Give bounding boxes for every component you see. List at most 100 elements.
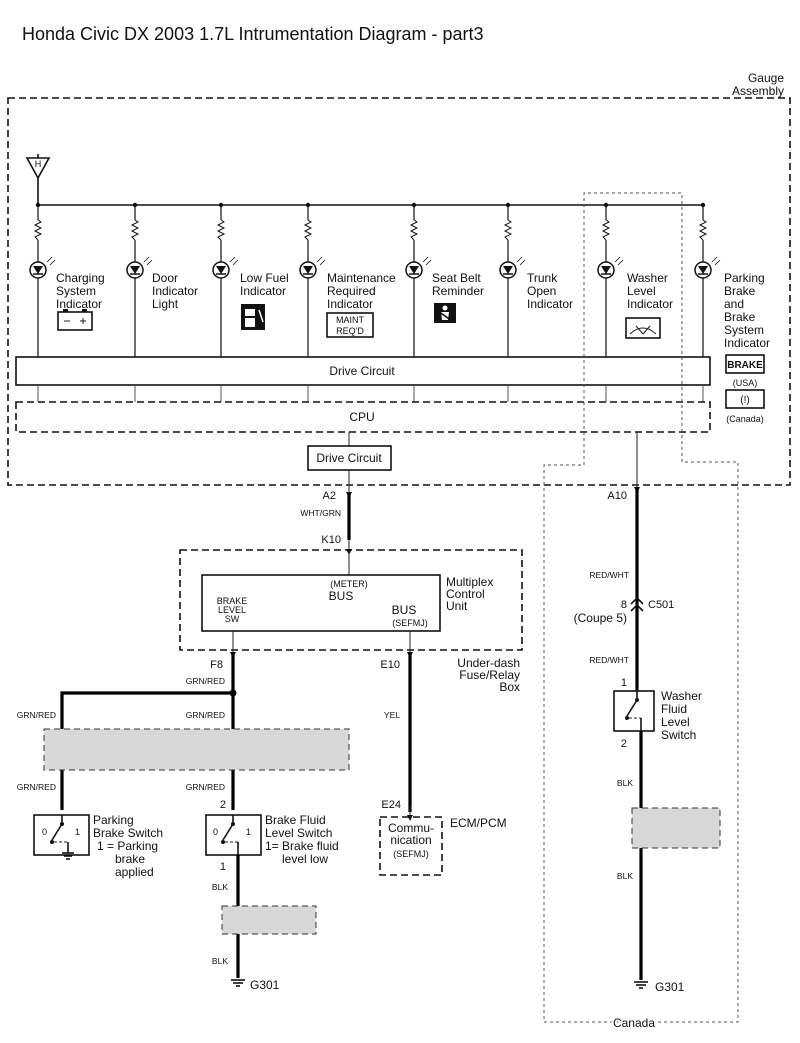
power-source-h: H bbox=[25, 154, 51, 205]
light-ray bbox=[516, 256, 523, 263]
light-ray bbox=[46, 256, 53, 263]
pin-1-brake: 1 bbox=[220, 861, 226, 873]
connector-e24: E24 bbox=[381, 799, 401, 811]
wire-label-red-wht-1: RED/WHT bbox=[589, 570, 629, 580]
sefmj-label: (SEFMJ) bbox=[392, 618, 428, 628]
svg-text:H: H bbox=[35, 159, 42, 169]
option-box-left bbox=[43, 728, 350, 771]
resistor-icon bbox=[33, 219, 43, 241]
ground-g301-left: G301 bbox=[250, 978, 280, 992]
wire-label-grn-red-1: GRN/RED bbox=[186, 676, 225, 686]
brake-fluid-level-switch: 0 1 bbox=[205, 814, 262, 856]
connector-e10: E10 bbox=[380, 659, 400, 671]
brake-canada-symbol: (!) bbox=[725, 389, 765, 409]
wire-label-grn-red-2: GRN/RED bbox=[17, 710, 56, 720]
brake-badge-usa: BRAKE bbox=[725, 354, 765, 374]
windshield-washer-icon bbox=[625, 317, 661, 339]
drive-circuit-bar-label: Drive Circuit bbox=[329, 364, 395, 378]
light-ray bbox=[614, 256, 621, 263]
indicator-branches bbox=[29, 202, 721, 357]
resistor-icon bbox=[409, 219, 419, 241]
brake-usa-label: (USA) bbox=[733, 378, 758, 388]
connector-c501-pin: 8 bbox=[621, 599, 627, 611]
resistor-icon bbox=[698, 219, 708, 241]
coupe-label: (Coupe 5) bbox=[574, 611, 627, 625]
washer-fluid-level-switch bbox=[613, 690, 655, 732]
ecm-pcm-block bbox=[379, 816, 443, 876]
resistor-icon bbox=[601, 219, 611, 241]
resistor-icon bbox=[303, 219, 313, 241]
resistor-icon bbox=[130, 219, 140, 241]
drive-circuit-bar bbox=[15, 356, 711, 386]
meter-bus-label: BUS bbox=[329, 589, 354, 603]
gauge-assembly-label-1: Gauge bbox=[748, 71, 784, 85]
svg-text:BRAKE: BRAKE bbox=[727, 360, 763, 371]
ground-g301-right: G301 bbox=[655, 980, 685, 994]
ecm-pcm-name: ECM/PCM bbox=[450, 816, 507, 830]
ecm-communication-label: Commu-nication bbox=[388, 821, 434, 847]
wire-label-grn-red-3: GRN/RED bbox=[186, 710, 225, 720]
led-diode-glyph bbox=[303, 266, 313, 274]
light-ray bbox=[425, 259, 432, 266]
ground-icon-right bbox=[634, 981, 648, 989]
sefmj-bus-label: BUS bbox=[392, 603, 417, 617]
wire-label-grn-red-5: GRN/RED bbox=[186, 782, 225, 792]
led-diode-glyph bbox=[601, 266, 611, 274]
gauge-assembly-boundary bbox=[7, 97, 791, 486]
light-ray bbox=[316, 256, 323, 263]
connector-f8: F8 bbox=[210, 659, 223, 671]
wire-label-blk-2: BLK bbox=[212, 956, 228, 966]
fuel-pump-icon bbox=[241, 304, 265, 330]
seat-belt-icon bbox=[434, 303, 456, 323]
led-diode-glyph bbox=[503, 266, 513, 274]
resistor-icon bbox=[216, 219, 226, 241]
wire-label-grn-red-4: GRN/RED bbox=[17, 782, 56, 792]
drive-circuit-box-label: Drive Circuit bbox=[316, 451, 382, 465]
connector-a2: A2 bbox=[323, 490, 336, 502]
indicator-branch-8 bbox=[694, 202, 721, 357]
svg-text:MAINT: MAINT bbox=[336, 315, 365, 325]
led-diode-glyph bbox=[216, 266, 226, 274]
light-ray bbox=[49, 259, 56, 266]
indicator-branch-5 bbox=[405, 202, 432, 357]
svg-text:REQ'D: REQ'D bbox=[336, 326, 364, 336]
maint-reqd-badge: MAINT REQ'D bbox=[326, 312, 374, 338]
wire-label-wht-grn: WHT/GRN bbox=[300, 508, 341, 518]
svg-text:(!): (!) bbox=[740, 395, 749, 406]
svg-text:1: 1 bbox=[246, 827, 251, 837]
led-diode-glyph bbox=[33, 266, 43, 274]
indicator-branch-1 bbox=[29, 202, 56, 357]
connector-a10: A10 bbox=[607, 490, 627, 502]
diagram-title: Honda Civic DX 2003 1.7L Intrumentation … bbox=[22, 24, 484, 44]
multiplex-control-unit bbox=[179, 549, 523, 651]
pin-2-brake: 2 bbox=[220, 799, 226, 811]
light-ray bbox=[422, 256, 429, 263]
indicator-branch-7 bbox=[597, 202, 624, 357]
wire-label-yel: YEL bbox=[384, 710, 400, 720]
brake-canada-label: (Canada) bbox=[726, 414, 764, 424]
wire-label-blk-1: BLK bbox=[212, 882, 228, 892]
ecm-sefmj-label: (SEFMJ) bbox=[393, 849, 429, 859]
pin-1-washer: 1 bbox=[621, 677, 627, 689]
battery-icon bbox=[57, 309, 93, 331]
light-ray bbox=[319, 259, 326, 266]
canada-boundary bbox=[543, 192, 739, 1023]
light-ray bbox=[711, 256, 718, 263]
parking-brake-switch: 0 1 bbox=[33, 814, 90, 860]
cpu-block bbox=[15, 401, 711, 433]
meter-label: (METER) bbox=[330, 579, 368, 589]
indicator-branch-4 bbox=[299, 202, 326, 357]
gauge-assembly-label-2: Assembly bbox=[732, 84, 784, 98]
svg-text:1: 1 bbox=[75, 827, 80, 837]
cpu-links bbox=[37, 385, 704, 402]
led-diode-glyph bbox=[409, 266, 419, 274]
